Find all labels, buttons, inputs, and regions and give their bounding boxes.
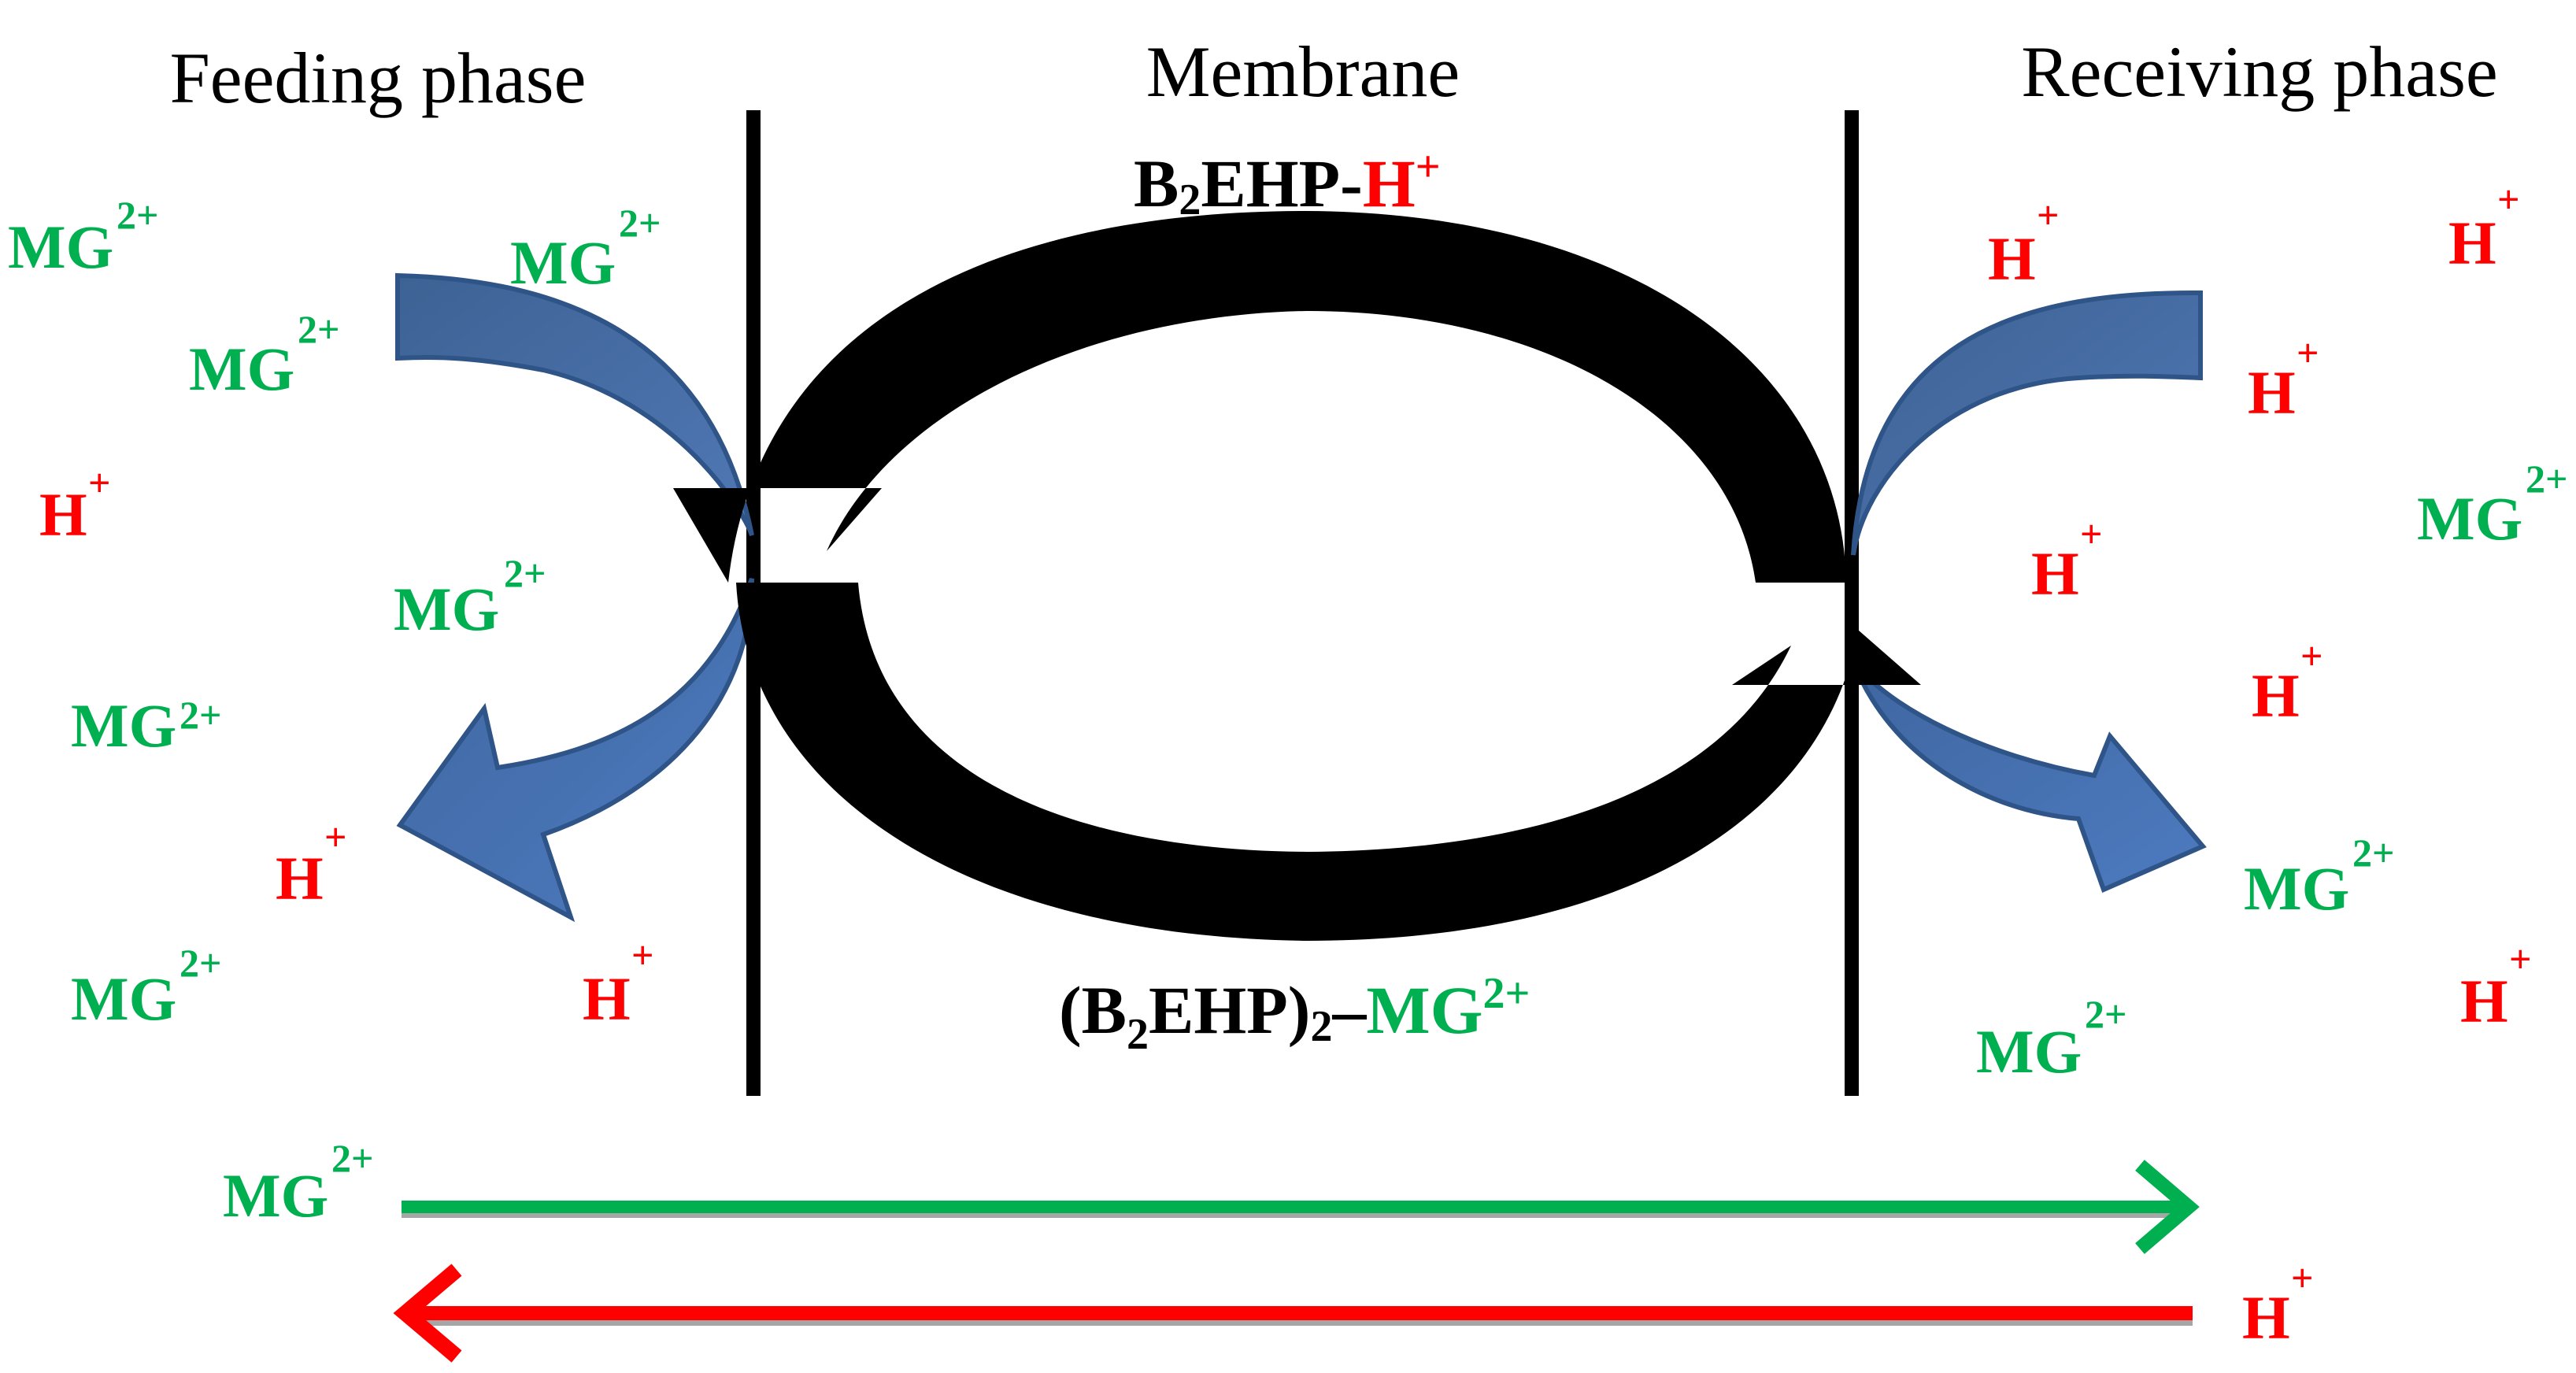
membrane-title: Membrane <box>1146 31 1460 112</box>
svg-text:MG: MG <box>2417 484 2522 553</box>
receiving-mg-ion: MG2+ <box>2417 457 2568 553</box>
svg-text:H: H <box>2031 539 2079 608</box>
h-flux-arrow-head <box>393 1264 462 1363</box>
svg-text:MG: MG <box>2244 854 2349 923</box>
svg-text:+: + <box>2037 193 2060 237</box>
receiving-h-ion: H+ <box>2252 634 2323 730</box>
mg-flux-charge: 2+ <box>331 1136 374 1180</box>
carrier-cycle-bottom-arrow <box>736 583 1921 941</box>
feeding-h-ion: H+ <box>583 933 654 1033</box>
svg-text:+: + <box>631 933 654 977</box>
mg-flux-label: MG <box>223 1161 328 1230</box>
receiving-h-ion: H+ <box>1988 193 2060 293</box>
receiving-mg-ion: MG2+ <box>1976 992 2127 1086</box>
svg-text:+: + <box>2509 937 2532 981</box>
svg-text:+: + <box>324 815 347 859</box>
svg-text:H: H <box>2252 661 2300 730</box>
feeding-h-ion: H+ <box>276 815 347 912</box>
svg-text:H: H <box>2248 358 2296 427</box>
receiving-h-ion: H+ <box>2460 937 2532 1035</box>
svg-text:H: H <box>2460 967 2508 1035</box>
receiving-outflow-arrow <box>1851 660 2207 894</box>
svg-text:2+: 2+ <box>180 693 222 737</box>
svg-text:+: + <box>2497 177 2520 221</box>
mg-flux-arrow-head <box>2135 1160 2200 1254</box>
svg-text:MG: MG <box>71 964 176 1033</box>
svg-text:2+: 2+ <box>298 307 340 351</box>
h-flux-label: H <box>2242 1283 2290 1352</box>
receiving-h-ion: H+ <box>2248 331 2319 427</box>
carrier-cycle-top-arrow <box>673 211 1846 583</box>
svg-text:2+: 2+ <box>117 193 159 237</box>
feeding-mg-ion: MG2+ <box>189 307 340 403</box>
svg-text:+: + <box>2300 634 2323 678</box>
svg-text:MG: MG <box>189 335 294 403</box>
svg-text:MG: MG <box>1976 1017 2082 1086</box>
receiving-inflow-arrow <box>1851 290 2203 556</box>
svg-text:H: H <box>39 480 87 549</box>
svg-text:2+: 2+ <box>619 201 661 245</box>
feeding-mg-ion: MG2+ <box>510 201 661 297</box>
h-flux-charge: + <box>2291 1256 2314 1300</box>
svg-text:+: + <box>2080 512 2103 556</box>
svg-text:MG: MG <box>71 691 176 760</box>
mg-flux-legend: MG 2+ <box>223 1136 2200 1254</box>
svg-text:2+: 2+ <box>2352 831 2395 875</box>
svg-text:MG: MG <box>510 228 616 297</box>
svg-text:MG: MG <box>394 575 499 643</box>
svg-text:2+: 2+ <box>504 551 546 595</box>
h-flux-legend: H + <box>393 1256 2314 1363</box>
svg-text:2+: 2+ <box>180 941 222 985</box>
feeding-mg-ion: MG2+ <box>394 551 546 643</box>
svg-text:MG: MG <box>8 213 113 281</box>
complex-top-label: B2EHP-H+ <box>1134 142 1441 224</box>
svg-text:2+: 2+ <box>2526 457 2568 501</box>
receiving-phase-title: Receiving phase <box>2021 31 2497 112</box>
svg-text:H: H <box>583 964 631 1033</box>
svg-text:2+: 2+ <box>2085 992 2127 1036</box>
svg-text:+: + <box>2297 331 2319 375</box>
receiving-h-ion: H+ <box>2031 512 2103 608</box>
feeding-h-ion: H+ <box>39 461 111 549</box>
receiving-mg-ion: MG2+ <box>2244 831 2395 923</box>
feeding-phase-title: Feeding phase <box>170 38 587 118</box>
svg-text:H: H <box>276 844 324 912</box>
svg-text:H: H <box>1988 224 2036 293</box>
svg-text:+: + <box>88 461 111 505</box>
feeding-mg-ion: MG2+ <box>71 941 222 1033</box>
complex-bottom-label: (B2EHP)2–MG2+ <box>1059 969 1530 1059</box>
svg-text:H: H <box>2448 209 2496 277</box>
feeding-outflow-arrow <box>396 578 754 923</box>
receiving-h-ion: H+ <box>2448 177 2520 277</box>
